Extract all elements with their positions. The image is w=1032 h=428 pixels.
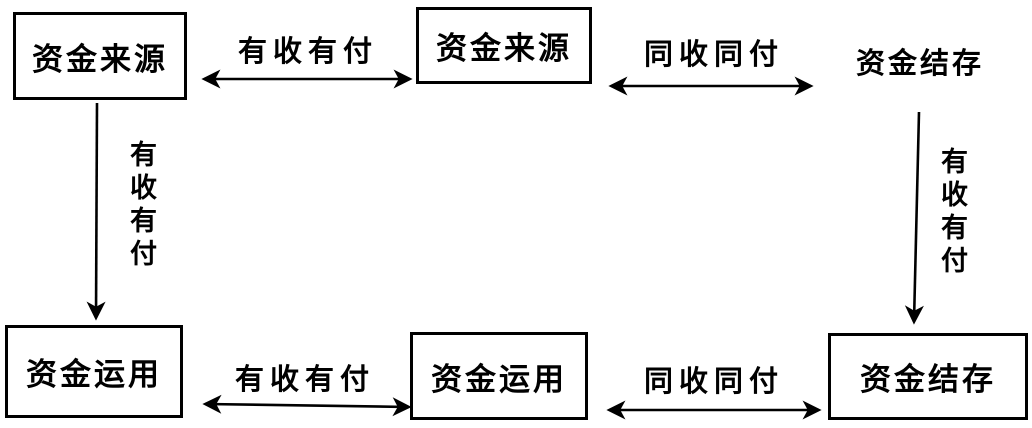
- node-funds-source-top-left: 资金来源: [13, 12, 187, 100]
- node-funds-use-bottom-left: 资金运用: [5, 325, 183, 418]
- node-label: 资金来源: [32, 41, 168, 77]
- node-funds-balance-top-right: 资金结存: [845, 40, 995, 82]
- edge-label-bottom-middle-right: 同收同付: [643, 366, 784, 398]
- node-funds-source-top-middle: 资金来源: [416, 7, 592, 84]
- edge-label-top-left-middle: 有收有付: [237, 36, 378, 68]
- edge-label-left-vertical: 有收有付: [126, 140, 156, 272]
- node-funds-balance-bottom-right: 资金结存: [828, 333, 1028, 420]
- node-label: 资金运用: [431, 361, 567, 397]
- node-funds-use-bottom-middle: 资金运用: [410, 332, 588, 420]
- edge-label-right-vertical: 有收有付: [937, 147, 967, 279]
- edge-label-top-middle-right: 同收同付: [643, 39, 784, 71]
- arrow-bottom-left-middle: [202, 394, 412, 417]
- arrow-right-vertical-down: [904, 111, 924, 325]
- node-label: 资金结存: [855, 48, 984, 80]
- edge-label-bottom-left-middle: 有收有付: [234, 364, 375, 396]
- node-label: 资金来源: [436, 31, 572, 66]
- node-label: 资金结存: [860, 362, 996, 397]
- node-label: 资金运用: [26, 357, 162, 392]
- arrow-left-vertical-down: [86, 102, 106, 321]
